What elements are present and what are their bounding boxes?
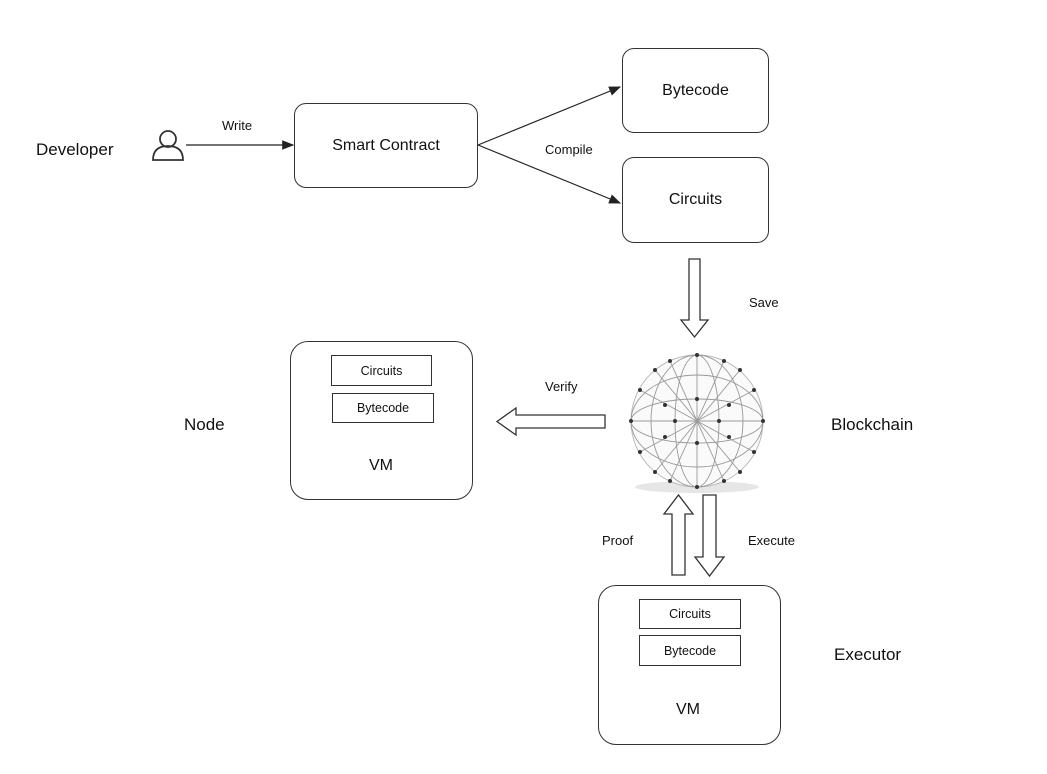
executor-bytecode-label: Bytecode <box>663 643 717 658</box>
executor-label: Executor <box>834 645 902 664</box>
verify-arrow <box>495 406 606 437</box>
executor-vm-label: VM <box>676 701 700 718</box>
smart-contract-label: Smart Contract <box>332 136 440 154</box>
circuits-box: Circuits <box>622 157 769 243</box>
executor-bytecode-box: Bytecode <box>639 635 741 666</box>
bytecode-box: Bytecode <box>622 48 769 133</box>
blockchain-label: Blockchain <box>831 415 914 434</box>
executor-circuits-box: Circuits <box>639 599 741 629</box>
node-vm-label: VM <box>369 457 393 474</box>
save-arrow <box>679 258 710 339</box>
write-label: Write <box>222 118 253 133</box>
proof-arrow <box>662 493 695 576</box>
compile-label: Compile <box>545 142 593 157</box>
blockchain-globe-icon <box>629 353 765 493</box>
verify-label: Verify <box>545 379 578 394</box>
execute-arrow <box>693 494 726 578</box>
save-label: Save <box>749 295 779 310</box>
executor-circuits-label: Circuits <box>669 607 711 621</box>
compile-arrow-circuits <box>477 144 622 204</box>
smart-contract-box: Smart Contract <box>294 103 478 188</box>
node-circuits-box: Circuits <box>331 355 432 386</box>
proof-label: Proof <box>602 533 634 548</box>
developer-label: Developer <box>36 140 114 159</box>
execute-label: Execute <box>748 533 795 548</box>
node-bytecode-box: Bytecode <box>332 393 434 423</box>
node-circuits-label: Circuits <box>360 363 403 378</box>
bytecode-label: Bytecode <box>662 81 729 99</box>
person-icon <box>152 130 184 161</box>
node-label: Node <box>184 415 225 434</box>
node-bytecode-label: Bytecode <box>356 401 410 415</box>
circuits-label: Circuits <box>668 191 723 208</box>
compile-arrow-bytecode <box>477 86 622 146</box>
